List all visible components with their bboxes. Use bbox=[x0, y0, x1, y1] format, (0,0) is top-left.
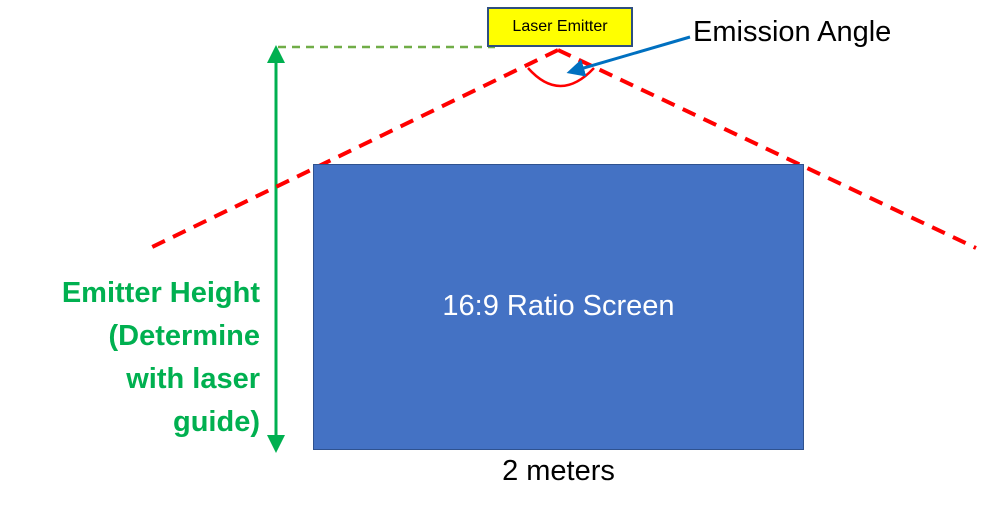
height-label-line: guide) bbox=[173, 406, 260, 438]
height-label-line: Emitter Height bbox=[61, 277, 260, 309]
beam-left bbox=[145, 48, 559, 252]
emission-angle-label: Emission Angle bbox=[693, 16, 892, 48]
screen-label: 16:9 Ratio Screen bbox=[442, 290, 675, 322]
height-label-line: with laser bbox=[126, 363, 260, 395]
laser-emitter-box: Laser Emitter bbox=[487, 7, 633, 47]
screen-width-label: 2 meters bbox=[502, 455, 615, 487]
screen-rectangle: 16:9 Ratio Screen bbox=[313, 164, 804, 450]
emission-angle-arc bbox=[527, 67, 595, 88]
height-label-line: (Determine bbox=[108, 320, 261, 352]
beam-right bbox=[557, 48, 977, 250]
angle-pointer-arrow bbox=[566, 35, 691, 77]
emitter-height-label: Emitter Height (Determine with laser gui… bbox=[10, 272, 260, 444]
laser-emitter-label: Laser Emitter bbox=[512, 18, 608, 35]
